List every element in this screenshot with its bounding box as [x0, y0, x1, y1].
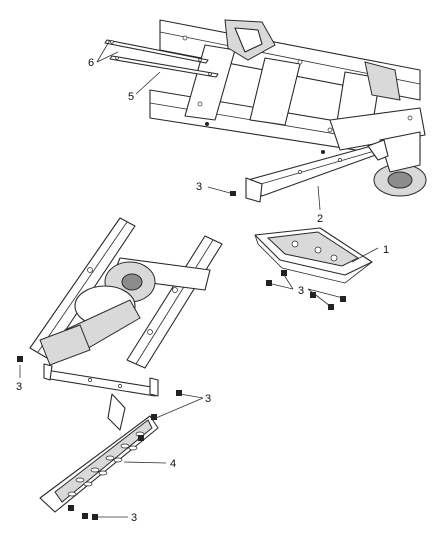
callout-3-upper: 3 — [196, 181, 202, 193]
callout-labels: 6 5 3 2 1 3 3 3 4 3 — [16, 57, 389, 524]
strap-5 — [109, 55, 219, 78]
callout-1: 1 — [383, 244, 389, 256]
perforation-holes — [67, 431, 145, 497]
callout-5: 5 — [128, 91, 134, 103]
lower-frame-assembly — [29, 217, 223, 369]
callout-3-left: 3 — [16, 381, 22, 393]
strap-6 — [104, 39, 209, 64]
callout-4: 4 — [170, 458, 176, 470]
skid-bar-2 — [245, 139, 389, 203]
mount-bracket — [43, 363, 159, 397]
skid-plate-4 — [39, 393, 159, 513]
callout-3-skid-plate: 3 — [298, 285, 304, 297]
skid-plate-1 — [254, 227, 373, 284]
callout-2: 2 — [317, 213, 323, 225]
callout-3-bracket: 3 — [205, 393, 211, 405]
leader-lines — [19, 39, 379, 518]
callout-6: 6 — [88, 57, 94, 69]
callout-3-bottom: 3 — [131, 512, 137, 524]
upper-frame-assembly — [149, 19, 427, 197]
